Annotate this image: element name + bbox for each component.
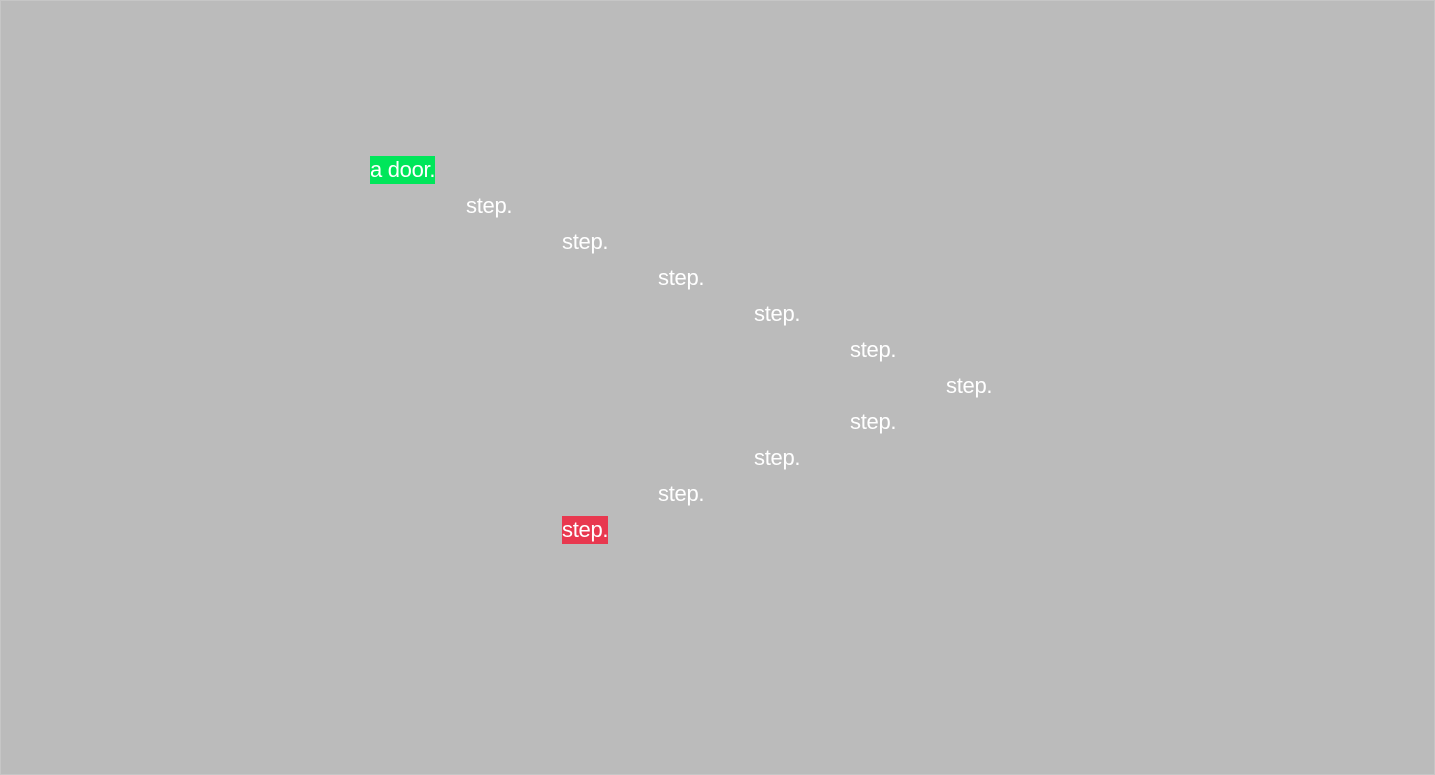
step-word: step. <box>658 481 705 506</box>
step-word: step. <box>466 193 513 218</box>
step-word: step. <box>562 229 609 254</box>
step-word: step. <box>754 301 801 326</box>
last-step-word: step. <box>562 516 609 544</box>
door-word: a door. <box>370 156 436 184</box>
step-word: step. <box>850 409 897 434</box>
step-word: step. <box>658 265 705 290</box>
step-word: step. <box>946 373 993 398</box>
step-word: step. <box>850 337 897 362</box>
step-word: step. <box>754 445 801 470</box>
